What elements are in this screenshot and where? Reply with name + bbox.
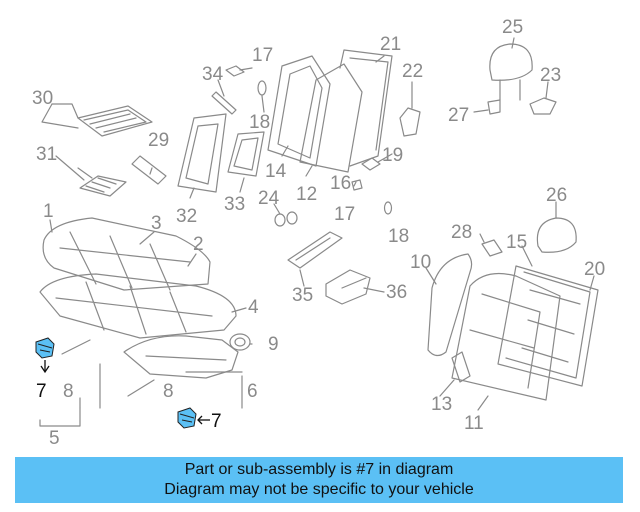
- callout-2: 2: [193, 234, 204, 255]
- callout-36: 36: [386, 282, 407, 303]
- part-31-module: [79, 175, 127, 197]
- leader-lines: [39, 37, 595, 427]
- callout-29: 29: [148, 130, 169, 151]
- callout-18-top: 18: [249, 112, 270, 133]
- part-14-backrest-pad: [267, 55, 331, 167]
- callout-18-lower: 18: [388, 226, 409, 247]
- callout-30: 30: [32, 88, 53, 109]
- callout-35: 35: [292, 285, 313, 306]
- callout-32: 32: [176, 206, 197, 227]
- part-18-lower-hook: [383, 201, 393, 215]
- callout-10: 10: [410, 252, 431, 273]
- part-7-clip-left: [35, 337, 55, 374]
- callout-14: 14: [265, 161, 287, 182]
- callout-16: 16: [330, 173, 351, 194]
- callout-3: 3: [151, 213, 162, 234]
- part-12-backrest-cover: [299, 49, 393, 173]
- part-32-backrest-frame: [177, 113, 227, 193]
- part-11-backrest-cover: [451, 273, 561, 401]
- part-9-grommet: [229, 333, 251, 351]
- callout-31: 31: [36, 144, 57, 165]
- callout-8-right: 8: [163, 381, 174, 402]
- part-17-clip: [225, 65, 245, 77]
- part-26-headrest: [536, 217, 577, 253]
- part-34-strip: [211, 91, 237, 115]
- callout-27: 27: [448, 105, 469, 126]
- callout-6: 6: [247, 381, 258, 402]
- callout-26: 26: [546, 185, 567, 206]
- callout-11: 11: [464, 413, 484, 434]
- callout-1: 1: [43, 201, 54, 222]
- callout-21: 21: [380, 34, 401, 55]
- part-35-rail: [287, 231, 343, 269]
- callout-9: 9: [268, 334, 279, 355]
- part-29-bracket: [131, 155, 167, 185]
- part-30-heater-pad: [77, 105, 153, 137]
- callout-4: 4: [248, 297, 259, 318]
- part-8-rod-right: [127, 379, 155, 397]
- part-17-lower-clip: [351, 179, 363, 191]
- callout-15: 15: [506, 232, 527, 253]
- part-25-headrest: [489, 43, 533, 101]
- callout-24: 24: [258, 188, 280, 209]
- part-28-guide: [481, 239, 503, 257]
- callout-34: 34: [202, 64, 224, 85]
- callout-28: 28: [451, 222, 472, 243]
- part-7-clip-right: [177, 407, 210, 429]
- part-27-guide: [487, 99, 501, 115]
- callout-5: 5: [49, 428, 60, 449]
- part-13-pad: [451, 351, 471, 383]
- banner-line-1: Part or sub-assembly is #7 in diagram: [184, 461, 454, 478]
- callout-12: 12: [296, 184, 317, 205]
- callout-23: 23: [540, 65, 561, 86]
- callout-7-right: 7: [211, 411, 222, 432]
- part-6-seat-pan: [123, 335, 239, 379]
- part-23-guide: [529, 97, 557, 115]
- part-19-clip: [361, 157, 381, 171]
- part-20-backrest-frame: [497, 265, 599, 387]
- callout-22: 22: [402, 61, 423, 82]
- callout-17-top: 17: [252, 45, 273, 66]
- banner-line-2: Diagram may not be specific to your vehi…: [164, 481, 474, 498]
- part-22-latch: [399, 107, 421, 137]
- info-banner: Part or sub-assembly is #7 in diagram Di…: [15, 457, 623, 503]
- part-8-rod-left: [61, 339, 91, 355]
- part-4-seat-base: [39, 273, 237, 339]
- callout-25: 25: [502, 17, 523, 38]
- callout-19: 19: [382, 145, 403, 166]
- exploded-seat-diagram: 30 31 1 29 3 2 4 9 6 8 8 5 7 7 32 33 34 …: [32, 17, 605, 449]
- callout-20: 20: [584, 259, 605, 280]
- part-1-seat-cushion: [42, 217, 211, 291]
- callout-8-left: 8: [63, 381, 74, 402]
- callout-33: 33: [224, 194, 245, 215]
- callout-13: 13: [431, 394, 452, 415]
- part-24-clips: [274, 211, 298, 227]
- part-33-frame: [227, 131, 265, 177]
- callout-7-left: 7: [36, 381, 47, 402]
- part-10-side-bolster: [427, 253, 473, 357]
- callout-17-lower: 17: [334, 204, 355, 225]
- part-36-module: [325, 269, 371, 305]
- part-18-hook: [257, 80, 267, 96]
